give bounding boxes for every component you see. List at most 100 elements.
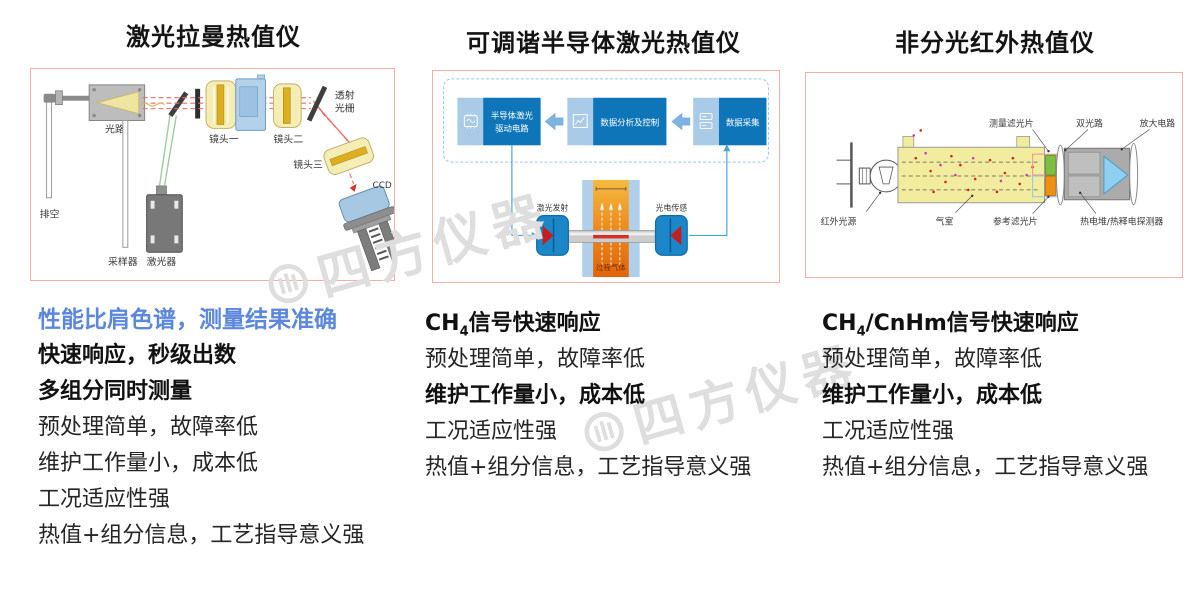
column1-title: 激光拉曼热值仪	[126, 23, 301, 51]
headline-subscript: 4	[459, 324, 469, 340]
lens-3	[323, 137, 374, 175]
gas-cell-label: 气室	[936, 216, 954, 228]
headline-suffix: /CnHm信号快速响应	[865, 311, 1079, 336]
vent-tube	[43, 90, 90, 199]
measure-filter	[1045, 154, 1056, 176]
process-gas-label: 过程气体	[596, 262, 626, 272]
laser-emitter	[536, 215, 569, 256]
beam-arrowhead	[349, 183, 357, 192]
feature-headline: CH4/CnHm信号快速响应	[822, 306, 1148, 342]
signal-connectors	[511, 145, 728, 237]
feature-item: 工况适应性强	[425, 419, 558, 444]
green-beams	[158, 112, 178, 187]
amplifier-label: 放大电路	[1140, 117, 1176, 129]
pointer-dot	[1078, 191, 1082, 195]
pointer-line	[865, 192, 881, 212]
optical-block	[88, 84, 146, 122]
pointer-line	[1079, 192, 1097, 214]
lens-2	[272, 83, 302, 128]
block1-label-line1: 半导体激光	[491, 111, 534, 121]
reference-filter	[1045, 175, 1056, 197]
feature-item: 性能比肩色谱，测量结果准确	[38, 307, 337, 333]
pointer-line	[1032, 196, 1049, 214]
vent-label: 排空	[40, 208, 60, 221]
headline-prefix: CH	[822, 311, 857, 336]
wavy-beam	[140, 102, 165, 107]
dual-path-label: 双光路	[1076, 117, 1103, 129]
headline-subscript: 4	[856, 324, 866, 340]
slit	[195, 88, 201, 119]
feature-item: 预处理简单，故障率低	[38, 415, 259, 440]
feature-item: 热值+组分信息，工艺指导意义强	[822, 455, 1149, 480]
feature-item: 维护工作量小，成本低	[425, 383, 646, 408]
chip-icon	[463, 113, 478, 129]
ccd-assembly	[338, 185, 394, 272]
lens-1	[205, 80, 237, 129]
measure-filter-label: 测量滤光片	[989, 117, 1034, 129]
feature-item: 快速响应，秒级出数	[38, 343, 237, 368]
ndir-schematic: 红外光源 气室	[821, 117, 1176, 228]
transmission-grating	[306, 85, 328, 122]
arrow-left-icon	[671, 112, 691, 131]
laser-device	[146, 185, 183, 253]
connector-arrowhead	[723, 144, 731, 152]
tdlas-diagram: 半导体激光 驱动电路 数据分析及控制 数据采集	[432, 70, 780, 283]
detector-assembly	[1063, 147, 1131, 201]
lens2-label: 镜头二	[273, 132, 303, 145]
pointer-dot	[1120, 148, 1123, 151]
pointer-dot	[878, 191, 882, 195]
pointer-line	[955, 195, 973, 213]
lens1-label: 镜头一	[209, 132, 239, 145]
light-path-label: 光路	[105, 122, 125, 135]
pointer-dot	[1064, 149, 1067, 152]
feature-headline: CH4信号快速响应	[425, 306, 751, 342]
feature-list-3: CH4/CnHm信号快速响应 预处理简单，故障率低 维护工作量小，成本低 工况适…	[822, 306, 1148, 486]
feature-list-2: CH4信号快速响应 预处理简单，故障率低 维护工作量小，成本低 工况适应性强 热…	[425, 306, 751, 486]
feature-list-1: 性能比肩色谱，测量结果准确 快速响应，秒级出数 多组分同时测量 预处理简单，故障…	[38, 302, 364, 554]
laser-raman-diagram: 排空 光路 采样器 激光器	[30, 68, 395, 281]
reference-filter-label: 参考滤光片	[993, 216, 1038, 228]
window-disc	[1129, 142, 1139, 206]
feature-item: 工况适应性强	[38, 487, 171, 512]
list-icon	[699, 113, 713, 129]
flow-block-acquisition: 数据采集	[693, 97, 767, 146]
tdlas-schematic: 半导体激光 驱动电路 数据分析及控制 数据采集	[443, 78, 769, 278]
grating-label-line2: 光栅	[335, 102, 355, 115]
measurement-tube	[567, 230, 656, 243]
ndir-diagram: 红外光源 气室	[805, 72, 1183, 278]
chart-icon	[572, 114, 588, 128]
headline-suffix: 信号快速响应	[468, 311, 601, 336]
pointer-dot	[971, 194, 974, 197]
mirror	[168, 91, 189, 117]
detector-label: 热电堆/热释电探测器	[1080, 216, 1163, 228]
gas-molecules-red	[914, 129, 1034, 194]
process-gas-column	[582, 179, 640, 278]
flow-block-analysis: 数据分析及控制	[567, 97, 667, 146]
feature-item: 维护工作量小，成本低	[822, 383, 1043, 408]
feature-item: 热值+组分信息，工艺指导意义强	[425, 455, 752, 480]
feature-item: 多组分同时测量	[38, 379, 193, 404]
camera-body	[235, 74, 266, 131]
pointer-line	[1032, 129, 1049, 152]
pointer-line	[1065, 129, 1089, 151]
grating-label-line1: 透射	[335, 90, 355, 102]
ccd-label: CCD	[372, 181, 391, 191]
column3-title: 非分光红外热值仪	[895, 29, 1095, 57]
ir-source	[836, 142, 903, 208]
block3-label: 数据采集	[726, 117, 760, 127]
pointer-line	[1121, 129, 1150, 150]
sampler-tube	[122, 120, 129, 248]
laser-emit-label: 激光发射	[537, 203, 569, 213]
feature-item: 预处理简单，故障率低	[822, 347, 1043, 372]
pointer-dot	[1047, 195, 1050, 198]
flow-block-laser-drive: 半导体激光 驱动电路	[457, 97, 541, 146]
gas-cell	[897, 129, 1045, 204]
laser-label: 激光器	[147, 255, 177, 268]
feature-item: 热值+组分信息，工艺指导意义强	[38, 523, 365, 548]
ir-source-label: 红外光源	[821, 216, 857, 228]
block1-label-line2: 驱动电路	[495, 123, 529, 133]
feature-item: 预处理简单，故障率低	[425, 347, 646, 372]
lens3-label: 镜头三	[293, 158, 323, 171]
connector-arrowhead	[531, 231, 539, 239]
